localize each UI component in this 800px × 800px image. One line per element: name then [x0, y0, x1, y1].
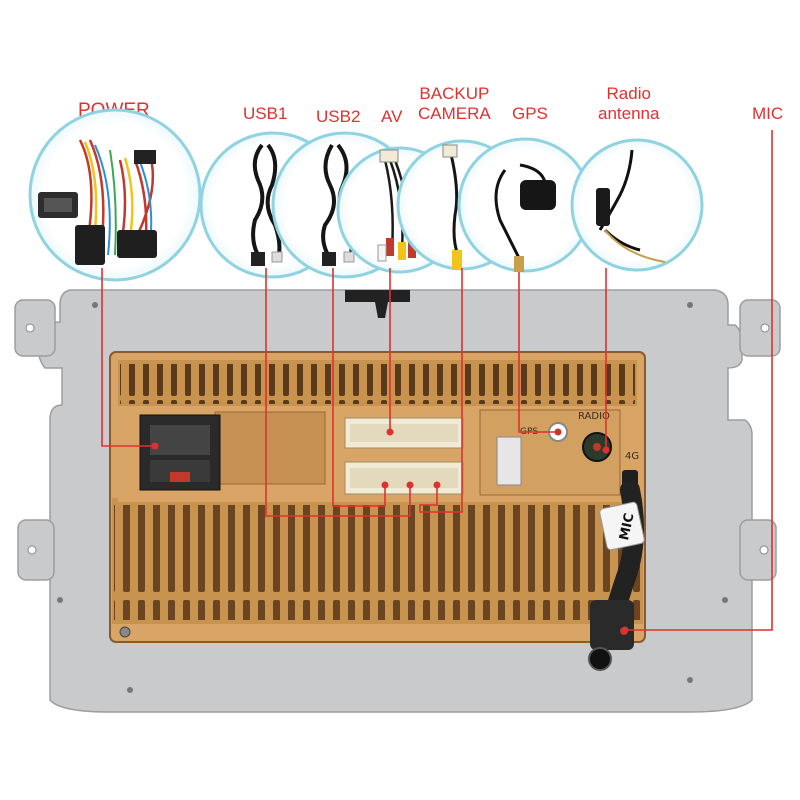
- label-backup-camera: BACKUP CAMERA: [418, 84, 491, 124]
- gps-leader: [518, 272, 555, 433]
- mic-leader: [625, 130, 773, 631]
- mic-cable-marking: MIC: [617, 512, 637, 542]
- leader-dots: [151, 428, 629, 634]
- av-socket-upper: [344, 417, 464, 449]
- usb2-leader: [332, 268, 386, 507]
- backup-leader: [419, 268, 463, 513]
- leader-lines: [101, 130, 773, 631]
- radio-antenna-bubble: [570, 138, 704, 272]
- label-usb1: USB1: [243, 104, 288, 123]
- label-av: AV: [381, 107, 403, 126]
- mic-cable: [588, 480, 645, 671]
- label-usb2: USB2: [316, 107, 361, 126]
- power-bubble: [28, 108, 202, 282]
- fourg-port-marking: 4G: [625, 451, 639, 462]
- usb1-leader: [265, 268, 411, 517]
- head-unit-casing: [109, 351, 646, 643]
- usb-socket-lower: [344, 461, 464, 495]
- label-radio-line1: Radio: [606, 84, 651, 103]
- radio-port-marking: RADIO: [578, 411, 610, 422]
- label-mic: MIC: [752, 104, 784, 123]
- label-radio-line2: antenna: [598, 104, 660, 123]
- gps-port: [548, 422, 568, 442]
- sticker-label: [496, 436, 522, 486]
- power-connector: [139, 414, 221, 491]
- radio-port: [582, 432, 612, 462]
- label-gps: GPS: [512, 104, 548, 123]
- power-leader: [101, 268, 155, 447]
- label-backup-line2: CAMERA: [418, 104, 491, 123]
- label-radio-antenna: Radio antenna: [598, 84, 659, 124]
- label-backup-line1: BACKUP: [419, 84, 490, 103]
